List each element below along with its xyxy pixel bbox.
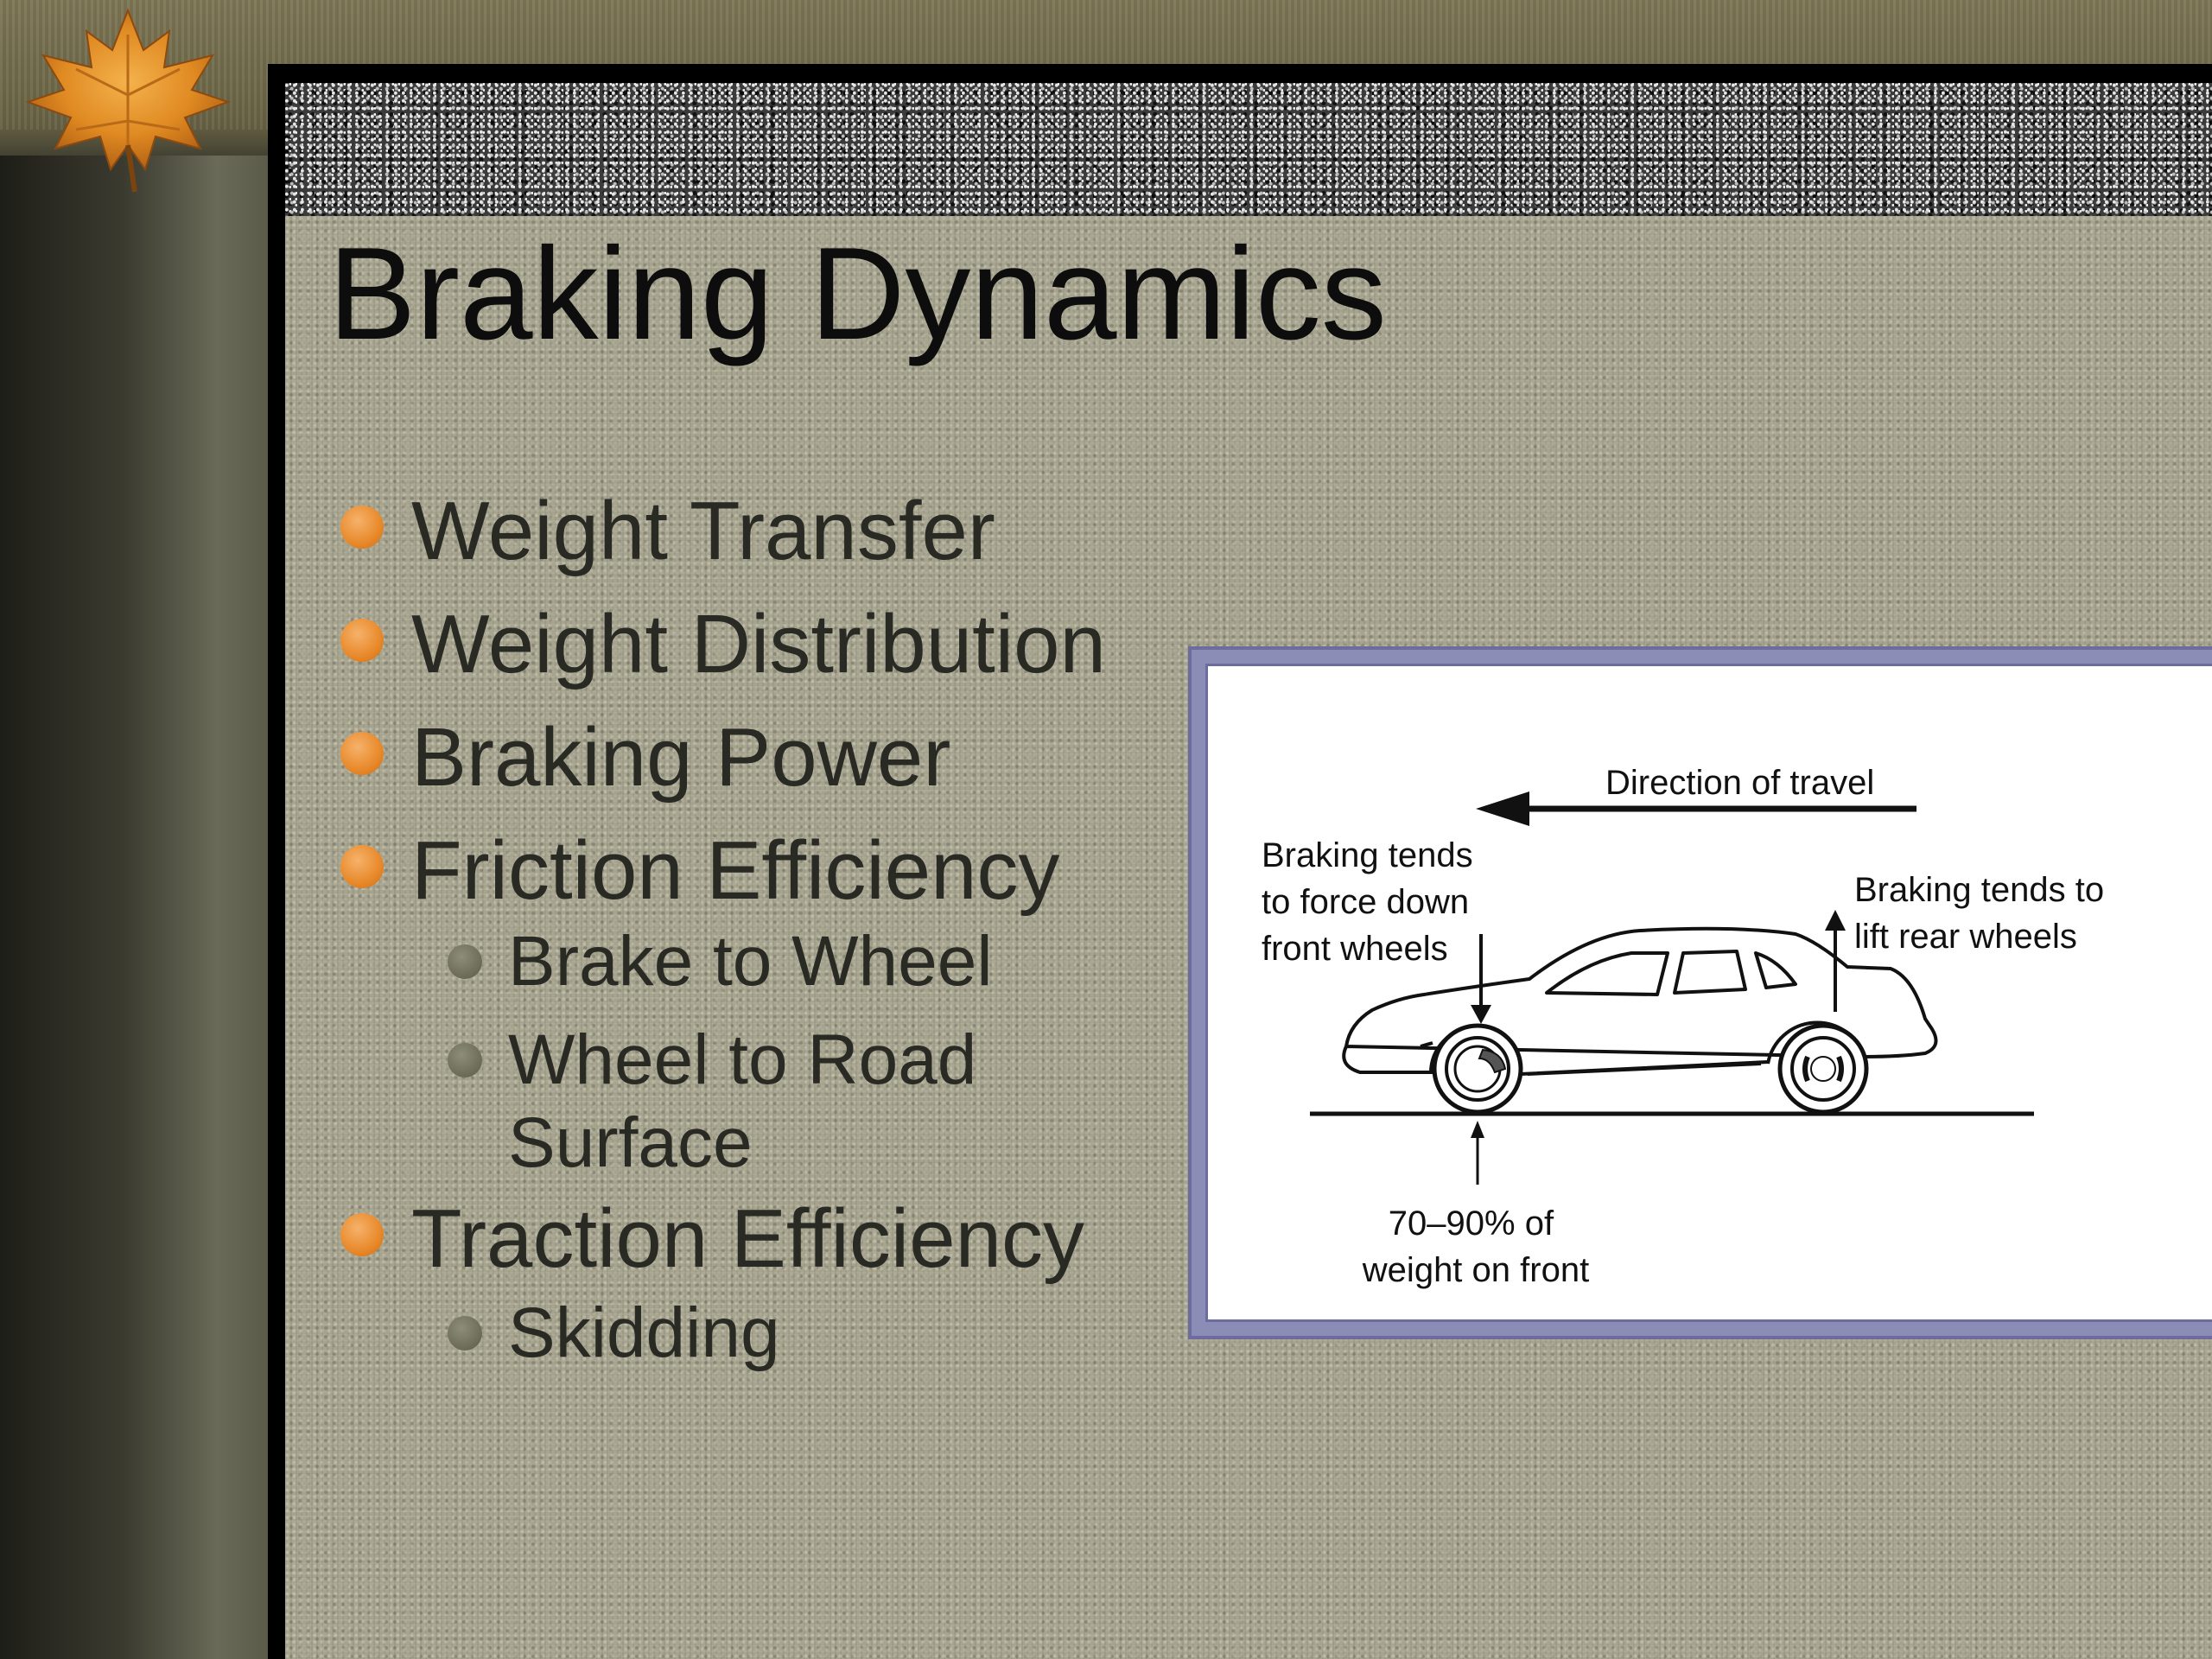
maple-leaf-icon — [24, 8, 232, 193]
car-braking-diagram: Direction of travel Braking tends to for… — [1262, 764, 2113, 1289]
front-wheel-label: Braking tends to force down front wheels — [1262, 836, 1483, 968]
gray-bullet-icon — [448, 1043, 482, 1077]
sub-bullet-item: Skidding — [337, 1292, 1166, 1387]
bullet-item: Braking Power — [337, 710, 1166, 823]
rear-wheel-icon — [1777, 1023, 1869, 1115]
sub-bullet-text: Skidding — [508, 1294, 780, 1372]
down-force-arrow — [1471, 934, 1491, 1024]
weight-label: 70–90% of weight on front — [1362, 1205, 1589, 1289]
diagram-panel: Direction of travel Braking tends to for… — [1205, 664, 2212, 1322]
orange-bullet-icon — [340, 1213, 384, 1256]
bullet-item: Friction Efficiency — [337, 823, 1166, 920]
bullet-item: Weight Transfer — [337, 484, 1166, 597]
weight-arrow — [1471, 1121, 1484, 1185]
bullet-item: Weight Distribution — [337, 597, 1166, 710]
header-texture-bar — [285, 83, 2212, 216]
slide-title: Braking Dynamics — [328, 220, 1387, 367]
bullet-text: Weight Distribution — [411, 598, 1106, 690]
sub-bullet-item: Brake to Wheel — [337, 920, 1166, 1019]
lift-arrow — [1825, 910, 1846, 1012]
bullet-item: Traction Efficiency — [337, 1192, 1166, 1292]
bullet-text: Friction Efficiency — [411, 824, 1060, 917]
left-strip — [0, 156, 271, 1659]
bullet-list: Weight Transfer Weight Distribution Brak… — [337, 484, 1166, 1387]
rear-wheel-label: Braking tends to lift rear wheels — [1854, 871, 2113, 956]
bullet-text: Braking Power — [411, 711, 951, 804]
sub-bullet-text: Wheel to Road Surface — [508, 1020, 977, 1182]
diagram-frame: Direction of travel Braking tends to for… — [1188, 646, 2212, 1339]
sub-bullet-text: Brake to Wheel — [508, 922, 993, 1001]
bullet-text: Traction Efficiency — [411, 1192, 1084, 1285]
gray-bullet-icon — [448, 1316, 482, 1351]
direction-arrow — [1476, 791, 1916, 826]
orange-bullet-icon — [340, 505, 384, 549]
sub-bullet-item: Wheel to Road Surface — [337, 1019, 1166, 1192]
gray-bullet-icon — [448, 944, 482, 979]
orange-bullet-icon — [340, 619, 384, 662]
front-wheel-icon — [1432, 1023, 1523, 1115]
direction-label: Direction of travel — [1605, 764, 1874, 802]
orange-bullet-icon — [340, 732, 384, 775]
orange-bullet-icon — [340, 845, 384, 888]
bullet-text: Weight Transfer — [411, 485, 995, 577]
